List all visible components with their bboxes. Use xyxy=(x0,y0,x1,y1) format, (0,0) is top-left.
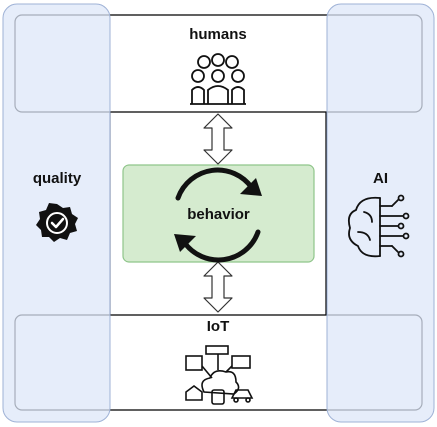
quality-label: quality xyxy=(32,170,82,187)
behavior-label: behavior xyxy=(187,206,250,223)
ai-brain-circuit-icon xyxy=(347,194,410,258)
quality-badge-icon xyxy=(36,203,78,242)
iot-label: IoT xyxy=(206,318,230,335)
ai-label: AI xyxy=(373,170,388,187)
double-arrow-bottom xyxy=(203,261,233,313)
humans-label: humans xyxy=(189,26,247,43)
cycle-arrows-icon xyxy=(174,167,262,263)
double-arrow-top xyxy=(203,113,233,165)
people-group-icon xyxy=(190,53,246,105)
connected-devices-icon xyxy=(185,345,254,405)
